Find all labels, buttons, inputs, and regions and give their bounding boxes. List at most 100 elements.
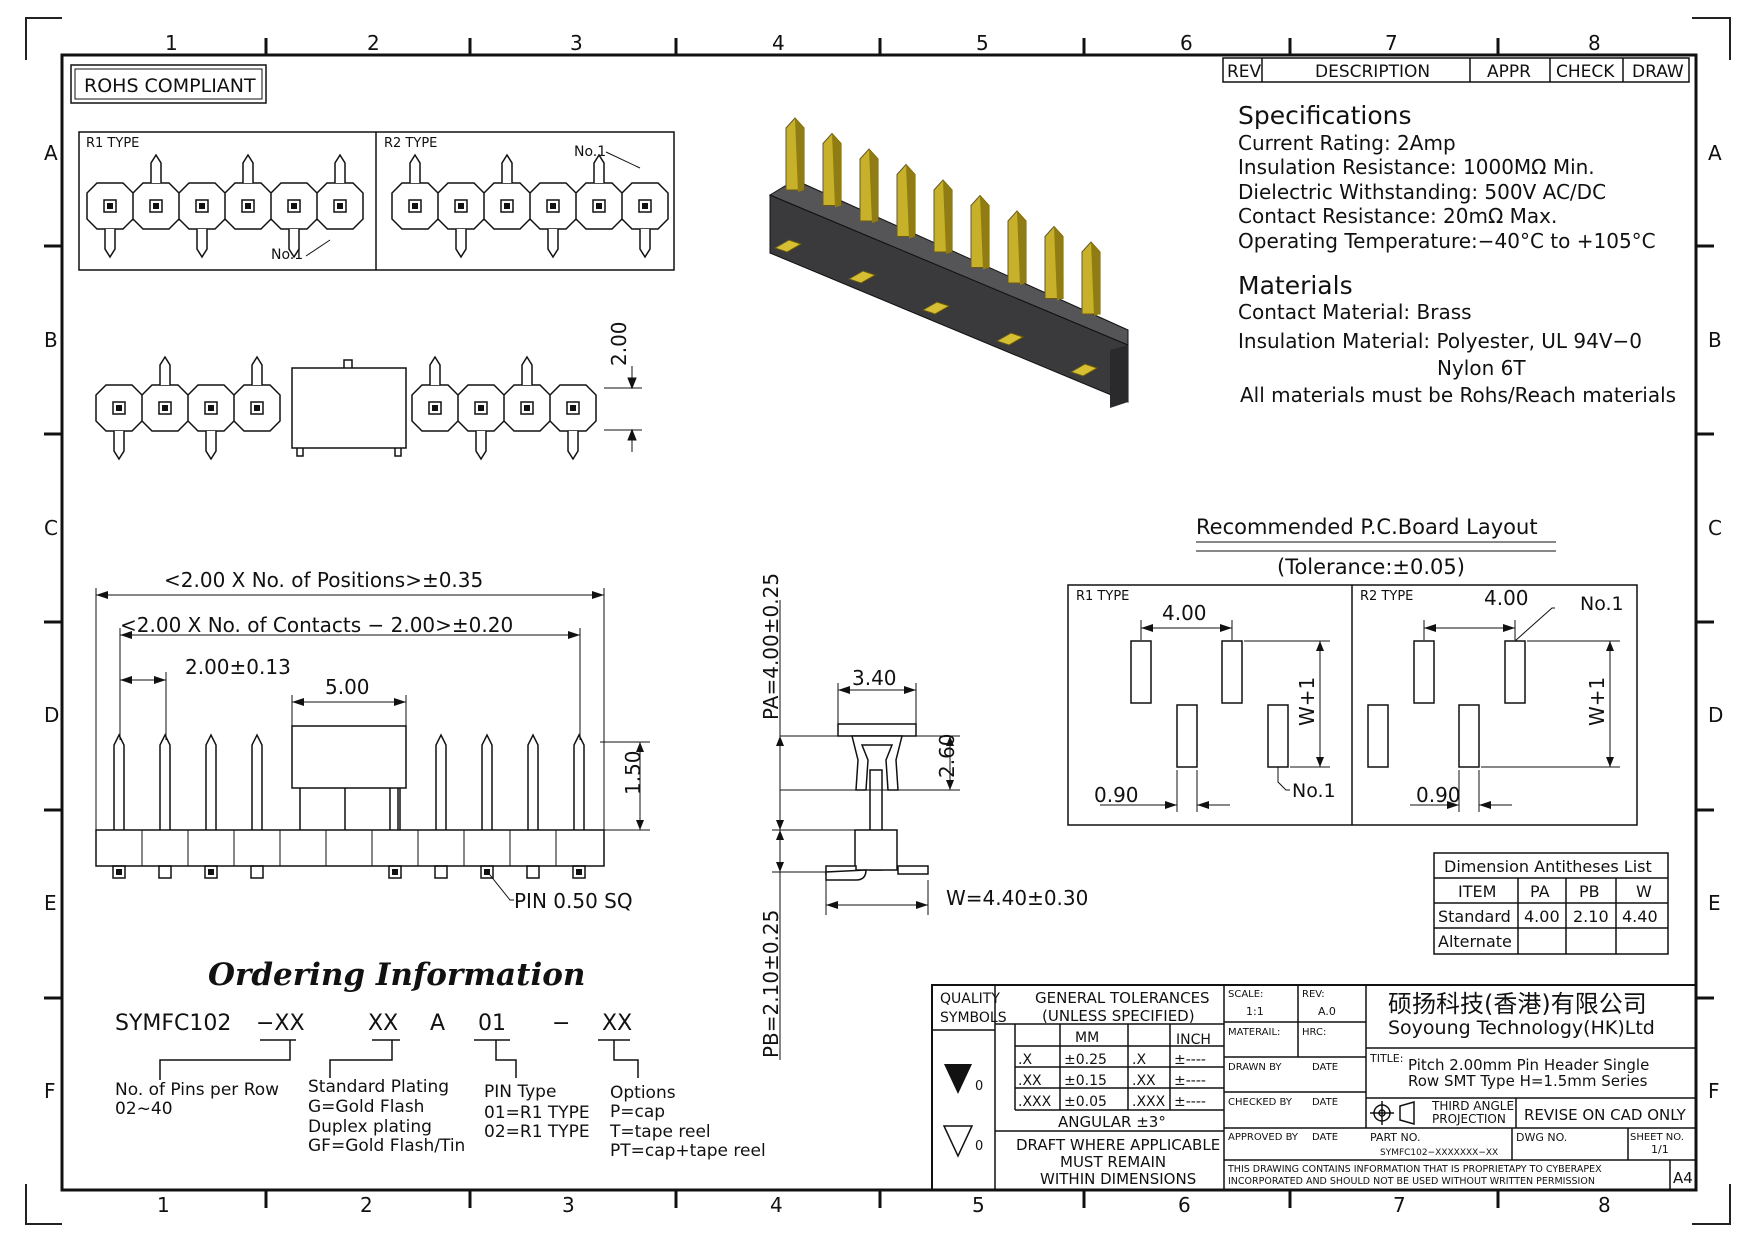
rev-label: REV:	[1302, 989, 1325, 1000]
col-label-5: 5	[976, 31, 989, 55]
plating-label-4: GF=Gold Flash/Tin	[308, 1136, 465, 1156]
pin-tail-up	[334, 153, 346, 183]
row-label-d: D	[44, 703, 59, 727]
pin-tail-up	[150, 153, 162, 183]
gen-tol-2: (UNLESS SPECIFIED)	[1042, 1007, 1195, 1025]
strip-outline	[391, 182, 669, 230]
dwg-no-label: DWG NO.	[1516, 1131, 1567, 1144]
tol-r0c0: .X	[1018, 1052, 1032, 1068]
draft-3: WITHIN DIMENSIONS	[1040, 1170, 1196, 1188]
part-no-value: SYMFC102−XXXXXXX−XX	[1380, 1148, 1498, 1158]
approved-by-label: APPROVED BY	[1228, 1132, 1299, 1143]
pin-tail-up	[159, 355, 171, 385]
front-pin-foot	[158, 865, 172, 879]
materials-line-2: Insulation Material: Polyester, UL 94V−0	[1238, 329, 1642, 353]
tol-r1c2: .XX	[1132, 1073, 1156, 1089]
rev-header: REV	[1227, 62, 1262, 82]
dim-positions: <2.00 X No. of Positions>±0.35	[164, 568, 483, 592]
code-part-plating: XX	[368, 1011, 398, 1036]
revision-table: REV DESCRIPTION APPR CHECK DRAW	[1222, 57, 1690, 83]
draft-1: DRAFT WHERE APPLICABLE	[1016, 1136, 1220, 1154]
materials-line-1: Contact Material: Brass	[1238, 300, 1472, 324]
dim-contacts: <2.00 X No. of Contacts − 2.00>±0.20	[120, 613, 513, 637]
plating-label-2: G=Gold Flash	[308, 1097, 424, 1117]
pin-tail-down	[567, 431, 579, 461]
type-views: R1 TYPE R2 TYPE No.1 No.1	[78, 131, 675, 271]
dim-table-title: Dimension Antitheses List	[1444, 857, 1652, 876]
pin-tail-up	[409, 153, 421, 183]
pin-tail-down	[639, 229, 651, 259]
zone-ticks	[44, 38, 1714, 1208]
pcb-layout: Recommended P.C.Board Layout (Tolerance:…	[1067, 515, 1638, 826]
pcb-title: Recommended P.C.Board Layout	[1196, 515, 1538, 539]
specifications: Specifications Current Rating: 2Amp Insu…	[1238, 101, 1676, 407]
bottom-col-label-2: 2	[360, 1193, 373, 1217]
spec-line-2: Insulation Resistance: 1000MΩ Min.	[1238, 155, 1595, 179]
material-label: MATERAIL:	[1228, 1027, 1280, 1038]
tol-r1c3: ±----	[1174, 1073, 1206, 1089]
pin-tail-down	[475, 431, 487, 461]
dim-table-r0c0: Standard	[1438, 907, 1511, 926]
top-view-with-cap: 2.00	[95, 321, 642, 461]
pin-tail-down	[196, 229, 208, 259]
bottom-col-label-8: 8	[1598, 1193, 1611, 1217]
notice-1: THIS DRAWING CONTAINS INFORMATION THAT I…	[1227, 1164, 1602, 1175]
part-no-label: PART NO.	[1370, 1131, 1420, 1144]
options-label-4: PT=cap+tape reel	[610, 1141, 766, 1161]
hrc-label: HRC:	[1302, 1027, 1326, 1038]
draw-header: DRAW	[1632, 62, 1684, 82]
projection-2: PROJECTION	[1432, 1112, 1506, 1126]
pcb-r1-w1: W+1	[1295, 677, 1319, 726]
dimension-table: Dimension Antitheses List ITEM PA PB W S…	[1433, 852, 1669, 955]
dim-table-r1c0: Alternate	[1438, 932, 1512, 951]
spec-line-1: Current Rating: 2Amp	[1238, 131, 1456, 155]
sheet-size: A4	[1673, 1169, 1693, 1187]
pick-cap	[291, 367, 407, 449]
description-header: DESCRIPTION	[1315, 62, 1430, 82]
code-part-base: SYMFC102	[115, 1011, 231, 1036]
pin-tail-down	[455, 229, 467, 259]
gold-foot	[921, 301, 951, 315]
options-label-2: P=cap	[610, 1102, 665, 1122]
pin-tail-up	[521, 355, 533, 385]
materials-title: Materials	[1238, 271, 1353, 300]
pin-tail-up	[242, 153, 254, 183]
front-pin	[159, 733, 171, 830]
strip-outline	[86, 182, 364, 230]
tol-r0c2: .X	[1132, 1052, 1146, 1068]
checked-date-label: DATE	[1312, 1097, 1338, 1108]
gold-foot	[995, 332, 1025, 346]
front-view: <2.00 X No. of Positions>±0.35 <2.00 X N…	[95, 568, 650, 913]
pcb-r2-no1: No.1	[1580, 593, 1624, 615]
col-label-6: 6	[1180, 31, 1193, 55]
pin-tail-up	[593, 153, 605, 183]
front-pin	[573, 733, 585, 830]
r2-header-strip	[391, 153, 669, 259]
rohs-box-inner	[74, 68, 263, 100]
row-label-f-right: F	[1708, 1079, 1720, 1103]
inch-header: INCH	[1176, 1032, 1211, 1048]
spec-line-3: Dielectric Withstanding: 500V AC/DC	[1238, 180, 1606, 204]
gold-foot	[1069, 363, 1099, 377]
angular-tol: ANGULAR ±3°	[1058, 1113, 1166, 1131]
revise-note: REVISE ON CAD ONLY	[1524, 1106, 1687, 1124]
front-pin	[527, 733, 539, 830]
code-part-a: A	[430, 1011, 445, 1036]
col-label-8: 8	[1588, 31, 1601, 55]
bottom-col-label-3: 3	[562, 1193, 575, 1217]
materials-line-4: All materials must be Rohs/Reach materia…	[1240, 383, 1676, 407]
draft-2: MUST REMAIN	[1060, 1153, 1166, 1171]
bottom-col-label-5: 5	[972, 1193, 985, 1217]
check-header: CHECK	[1556, 62, 1615, 82]
pcb-r1-pitch: 4.00	[1162, 601, 1207, 625]
row-label-b: B	[44, 328, 58, 352]
tol-r0c1: ±0.25	[1064, 1052, 1107, 1068]
title-block: QUALITY SYMBOLS 0 0 GENERAL TOLERANCES (…	[931, 984, 1697, 1191]
tol-r2c2: .XXX	[1132, 1094, 1166, 1110]
front-pin-foot	[434, 865, 448, 879]
tol-r0c3: ±----	[1174, 1052, 1206, 1068]
scale-value: 1:1	[1246, 1005, 1264, 1018]
dim-pin: PIN 0.50 SQ	[514, 889, 633, 913]
dim-top-height: 2.00	[607, 321, 631, 366]
pin-tail-up	[429, 355, 441, 385]
